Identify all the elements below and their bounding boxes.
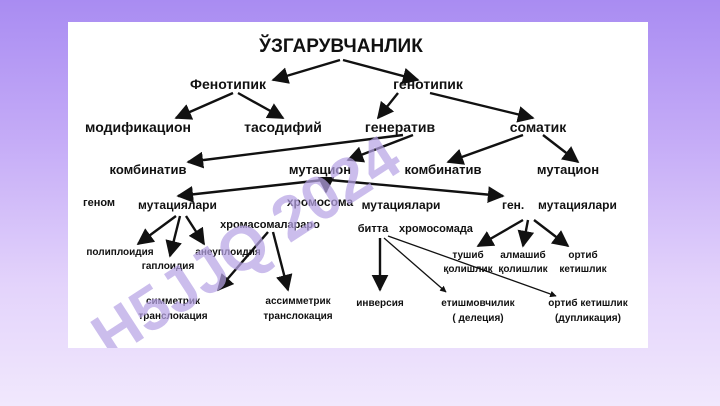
in-chromosome-node: хромосомада [399,223,474,235]
deficiency-node: етишмовчилик [441,298,515,309]
variability-tree-diagram: ЎЗГАРУВЧАНЛИК Фенотипик генотипик модифи… [80,35,629,348]
swap-node: алмашиб [500,249,545,261]
gene-node: ген. [502,198,524,212]
aneuploidy-node: анеуплоидия [195,247,261,258]
swap-2-node: қолишлик [498,264,548,275]
within-node: битта [358,223,389,235]
deletion-node: ( делеция) [452,313,503,324]
between-chromosomes-node: хромасомаларaро [220,219,320,231]
somatic-node: соматик [510,119,568,135]
asymmetric-2-node: транслокация [263,311,332,322]
haploidy-node: гаплоидия [142,261,195,272]
combinative-left-node: комбинатив [109,162,186,177]
asymmetric-node: ассимметрик [265,296,331,307]
duplication-node: (дупликация) [555,313,621,324]
symmetric-2-node: транслокация [138,311,207,322]
genome-node: геном [83,197,115,209]
mutations-genome-node: мутациялари [138,198,217,212]
tasodifiy-node: тасодифий [244,119,322,135]
polyploidy-node: полиплоидия [86,247,153,258]
title-node: ЎЗГАРУВЧАНЛИК [258,35,423,57]
extra-node: ортиб [568,249,597,261]
watermark-text: H5JJQ 2024 [80,122,413,348]
chromosome-node: хромосома [287,195,354,209]
duplicate-node: ортиб кетишлик [548,297,628,309]
combinative-right-node: комбинатив [404,162,481,177]
mutational-center-node: мутацион [289,162,351,177]
fall-out-node: тушиб [452,249,483,261]
fall-out-2-node: қолишлик [443,264,493,275]
extra-2-node: кетишлик [559,264,607,275]
symmetric-node: симметрик [146,296,201,307]
mutations-chromosome-node: мутациялари [362,198,441,212]
edges [136,58,580,298]
diagram-image: ЎЗГАРУВЧАНЛИК Фенотипик генотипик модифи… [68,22,648,348]
mutational-right-node: мутацион [537,162,599,177]
generative-node: генератив [365,119,436,135]
inversion-node: инверсия [356,298,404,309]
phenotypic-node: Фенотипик [190,76,267,92]
modification-node: модификацион [85,119,191,135]
mutations-gene-node: мутациялари [538,198,617,212]
genotypic-node: генотипик [393,76,464,92]
